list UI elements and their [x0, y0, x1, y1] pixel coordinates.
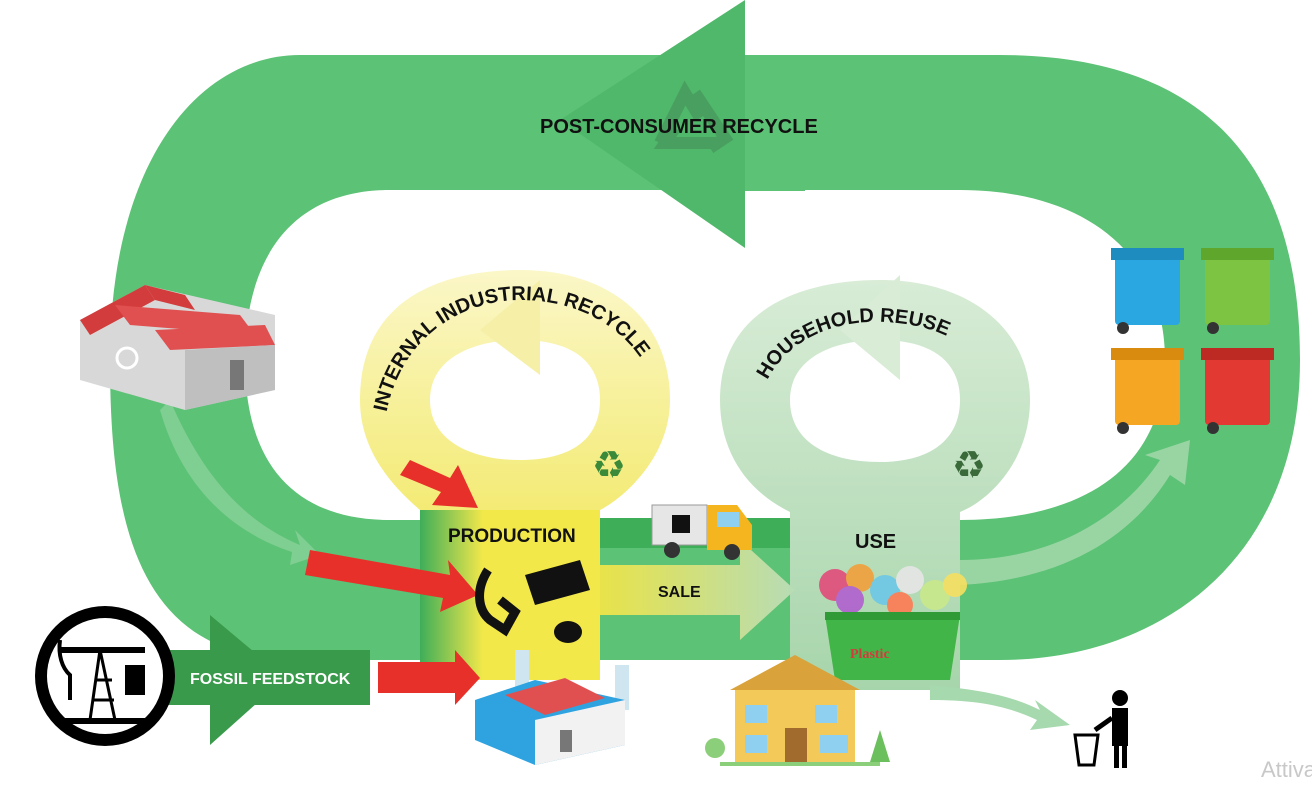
sale-arrow — [600, 540, 795, 640]
factory-icon — [80, 285, 275, 410]
plastic-label: Plastic — [850, 647, 890, 662]
waste-arrow — [930, 685, 1070, 730]
recycle-icon-internal: ♻ — [592, 443, 626, 487]
production-label: PRODUCTION — [448, 526, 576, 547]
fossil-feedstock-label: FOSSIL FEEDSTOCK — [190, 671, 351, 688]
red-arrows — [305, 460, 480, 705]
inner-flow-arrow-right — [960, 440, 1190, 585]
recycling-bins-icon — [1111, 248, 1274, 434]
fossil-feedstock-arrow — [150, 615, 370, 745]
recycle-icon-household: ♻ — [952, 443, 986, 487]
recycle-icon — [653, 80, 734, 153]
watermark-text: Attiva — [1260, 757, 1312, 782]
production-factory-icon — [475, 650, 629, 765]
oil-pump-icon — [35, 606, 175, 746]
post-consumer-label: POST-CONSUMER RECYCLE — [540, 116, 818, 138]
inner-flow-arrow-left — [160, 400, 320, 565]
truck-icon — [651, 504, 752, 560]
use-label: USE — [855, 531, 896, 553]
buckle-icon — [475, 560, 590, 643]
house-icon — [705, 655, 890, 766]
trash-person-icon — [1073, 690, 1128, 768]
plastic-basket-icon: Plastic — [819, 564, 967, 680]
sale-label: SALE — [658, 584, 701, 601]
